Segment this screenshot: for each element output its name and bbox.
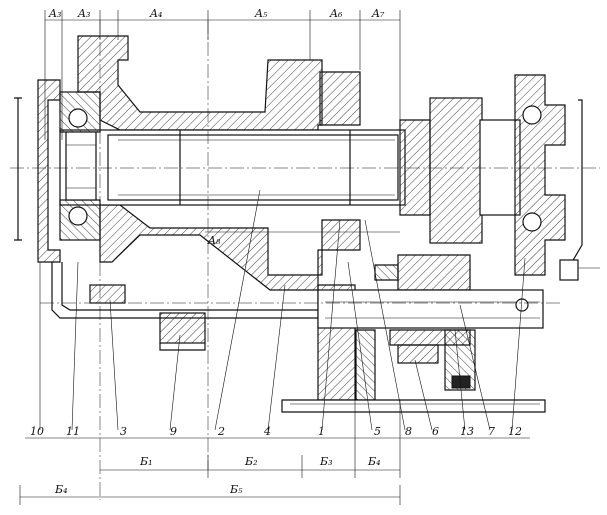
part-label-4: 4	[263, 425, 271, 438]
dim-a4: A₄	[149, 7, 162, 20]
top-dimension-chain	[44, 10, 401, 140]
part-label-2: 2	[217, 425, 225, 438]
dim-a5: A₅	[254, 7, 268, 20]
part-label-6: 6	[432, 425, 439, 438]
leader-lines	[25, 189, 530, 439]
part-label-11: 11	[66, 425, 80, 438]
dim-a3-first: A₃	[48, 7, 61, 20]
part-label-7: 7	[488, 425, 495, 438]
dim-b2: Б₂	[244, 455, 258, 468]
dim-b1: Б₁	[139, 455, 153, 468]
dim-b3: Б₃	[319, 455, 333, 468]
left-bearing-assembly	[14, 79, 101, 263]
dim-a6: A₆	[329, 7, 343, 20]
part-label-1: 1	[318, 425, 325, 438]
bottom-dimension-chain	[19, 400, 401, 505]
part-label-3: 3	[120, 425, 127, 438]
dim-b4-upper: Б₄	[367, 455, 381, 468]
part-label-8: 8	[405, 425, 412, 438]
part-label-13: 13	[460, 425, 474, 438]
dim-b4-lower: Б₄	[54, 483, 68, 496]
shift-lever	[51, 262, 320, 351]
main-shaft	[59, 129, 406, 206]
part-label-5: 5	[374, 425, 381, 438]
part-label-12: 12	[508, 425, 522, 438]
part-label-9: 9	[170, 425, 177, 438]
right-gear-cluster	[317, 74, 600, 391]
dim-a7: A₇	[371, 7, 385, 20]
dim-b5: Б₅	[229, 483, 243, 496]
dim-a3-second: A₃	[77, 7, 90, 20]
center-lines	[10, 20, 600, 500]
part-label-10: 10	[30, 425, 44, 438]
dim-a8: A₈	[207, 234, 221, 247]
